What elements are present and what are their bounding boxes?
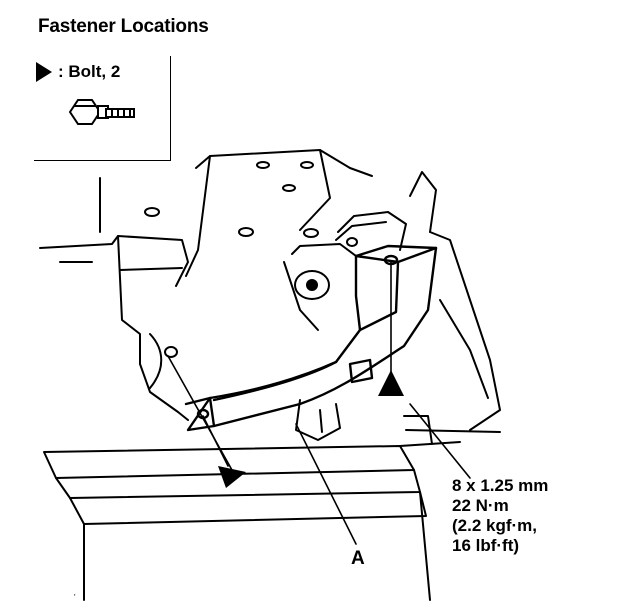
torque-spec: 8 x 1.25 mm 22 N·m (2.2 kgf·m, 16 lbf·ft…	[452, 476, 548, 556]
legend-text: : Bolt, 2	[58, 62, 121, 81]
bracket-a	[184, 244, 438, 432]
torque-nm: 22 N·m	[452, 496, 509, 515]
bolt-location-markers	[218, 370, 404, 488]
engine-block-outline	[39, 149, 501, 441]
torque-kgf: (2.2 kgf·m,	[452, 516, 538, 535]
legend-box	[34, 56, 171, 161]
page-mark: '	[74, 593, 76, 602]
triangle-marker-icon	[36, 62, 52, 82]
leader-lines	[167, 261, 471, 545]
flange-bolt-icon	[68, 99, 135, 125]
torque-lbf: 16 lbf·ft)	[452, 536, 520, 555]
callout-a: A	[351, 548, 365, 569]
legend-bolt-entry: : Bolt, 2	[36, 62, 120, 82]
bolt-marker-lower	[218, 466, 246, 488]
diagram-title: Fastener Locations	[38, 16, 209, 37]
bolt-size: 8 x 1.25 mm	[452, 476, 549, 495]
bolt-marker-upper	[378, 370, 404, 396]
crossmember	[43, 415, 501, 601]
